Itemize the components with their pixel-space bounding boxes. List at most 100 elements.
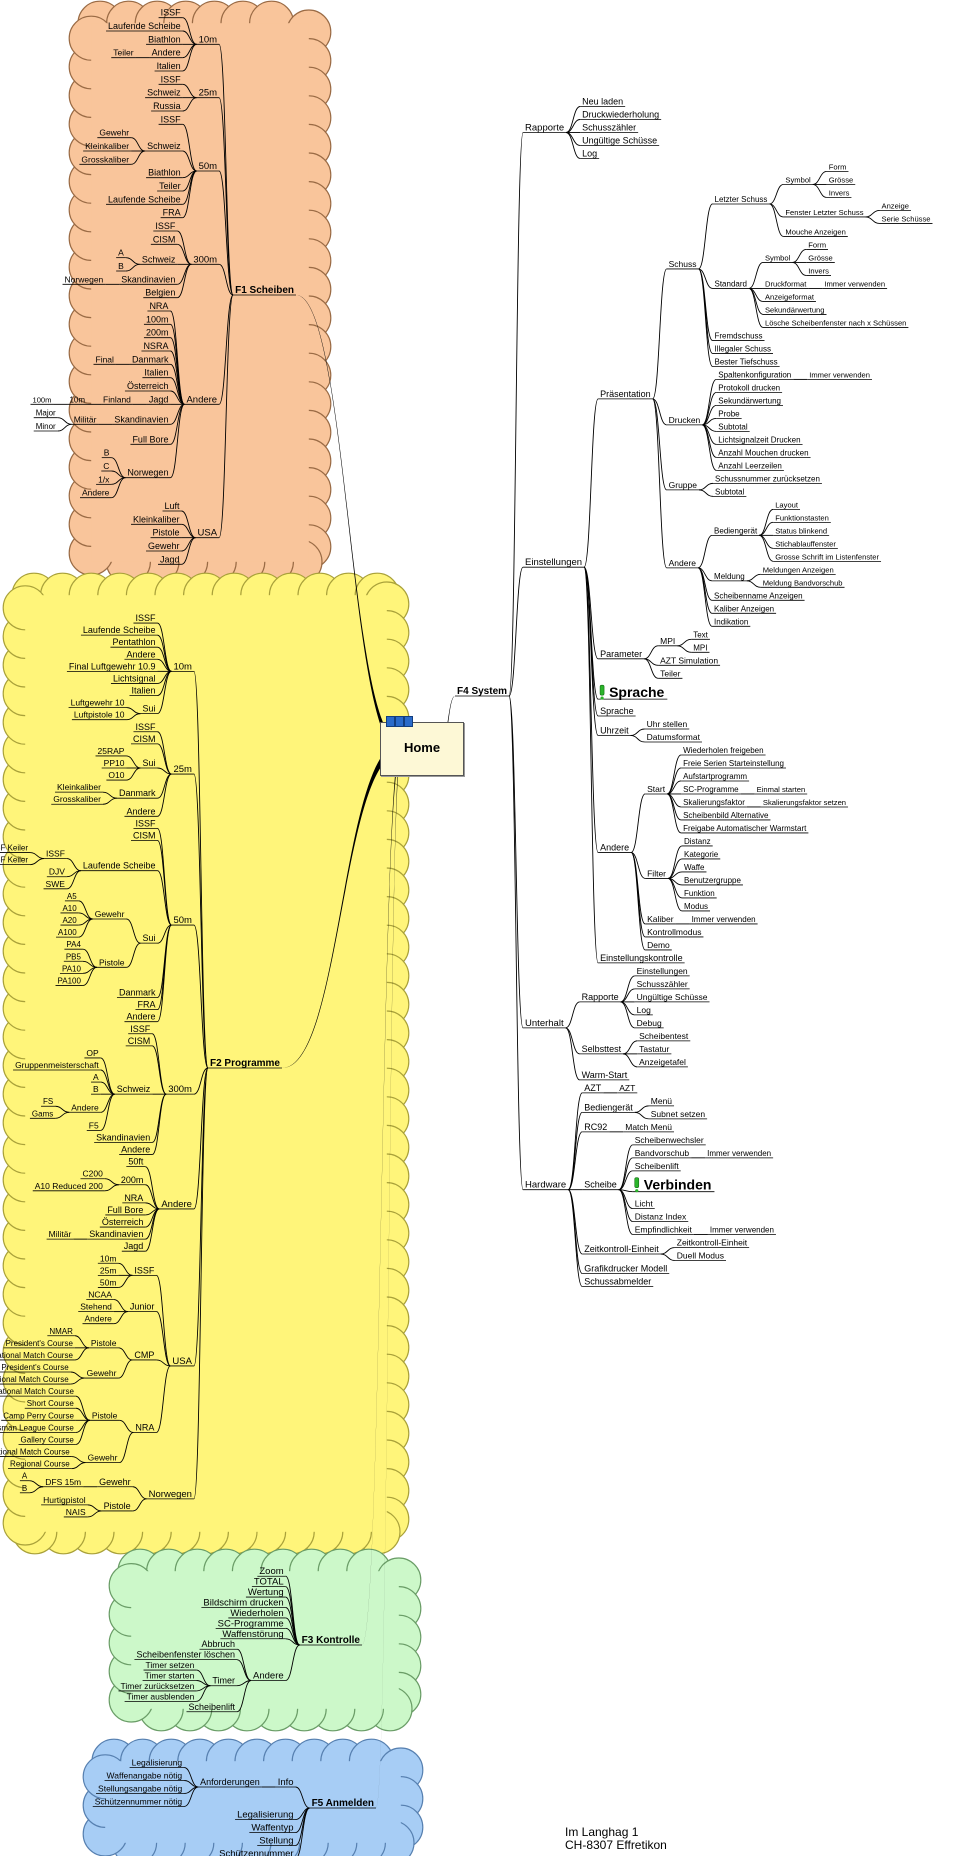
node-issf[interactable]: ISSF (134, 1265, 155, 1275)
node-militar[interactable]: Militär (74, 414, 97, 424)
node-gewehr[interactable]: Gewehr (148, 541, 180, 551)
node-gewehr[interactable]: Gewehr (95, 909, 125, 919)
node-andere[interactable]: Andere (82, 488, 110, 498)
node-finland[interactable]: Finland (103, 394, 131, 404)
node-einstellungen[interactable]: Einstellungen (525, 557, 582, 568)
node-major[interactable]: Major (36, 409, 56, 418)
node-losche-scheibenfenster-nach-x-schussen[interactable]: Lösche Scheibenfenster nach x Schüssen (765, 318, 906, 327)
node-bildschirm-drucken[interactable]: Bildschirm drucken (203, 1598, 283, 1609)
node-pistole[interactable]: Pistole (92, 1410, 118, 1420)
node-swe[interactable]: SWE (46, 879, 66, 889)
node-pistole[interactable]: Pistole (153, 528, 180, 538)
node-einmal-starten[interactable]: Einmal starten (757, 785, 806, 794)
node-kleinkaliber[interactable]: Kleinkaliber (57, 782, 101, 792)
node-stehend[interactable]: Stehend (80, 1302, 112, 1312)
node-ungultige-schusse[interactable]: Ungültige Schüsse (637, 992, 708, 1002)
node-gallery-course[interactable]: Gallery Course (21, 1435, 75, 1444)
node-andere[interactable]: Andere (71, 1102, 99, 1112)
node-hardware[interactable]: Hardware (525, 1180, 566, 1191)
node-parameter[interactable]: Parameter (600, 649, 642, 659)
node-gruppe[interactable]: Gruppe (669, 480, 698, 490)
node-100m[interactable]: 100m (32, 395, 51, 404)
node-andere[interactable]: Andere (669, 558, 697, 568)
node-fra[interactable]: FRA (137, 1000, 155, 1010)
node-schusszahler[interactable]: Schusszähler (637, 979, 688, 989)
node-pa10[interactable]: PA10 (62, 964, 82, 973)
node-200m[interactable]: 200m (146, 328, 169, 338)
node-spaltenkonfiguration[interactable]: Spaltenkonfiguration (718, 370, 791, 379)
node-distanz-index[interactable]: Distanz Index (635, 1212, 687, 1222)
node-nais[interactable]: NAIS (66, 1507, 86, 1517)
node-sekundarwertung[interactable]: Sekundärwertung (765, 305, 825, 314)
node-sui[interactable]: Sui (142, 758, 155, 768)
node-laufende-scheibe[interactable]: Laufende Scheibe (83, 861, 156, 871)
node-total[interactable]: TOTAL (254, 1577, 284, 1588)
node-bediengerat[interactable]: Bediengerät (714, 526, 758, 535)
node-schweiz[interactable]: Schweiz (142, 254, 176, 264)
node-norwegen[interactable]: Norwegen (149, 1489, 192, 1500)
node-mpi[interactable]: MPI (660, 636, 675, 646)
node-issf[interactable]: ISSF (130, 1024, 151, 1034)
node-pb5[interactable]: PB5 (66, 952, 82, 961)
node-andere[interactable]: Andere (84, 1314, 112, 1324)
node-300m[interactable]: 300m (193, 254, 217, 265)
node-prasentation[interactable]: Präsentation (600, 389, 651, 399)
node-rapporte[interactable]: Rapporte (582, 992, 619, 1002)
node-log[interactable]: Log (582, 148, 597, 158)
node-protokoll-drucken[interactable]: Protokoll drucken (718, 383, 780, 392)
node-invers[interactable]: Invers (808, 266, 829, 275)
node-djv[interactable]: DJV (49, 867, 65, 877)
node-jagd[interactable]: Jagd (124, 1241, 144, 1251)
node-f5-anmelden[interactable]: F5 Anmelden (312, 1798, 374, 1809)
node-50m[interactable]: 50m (199, 161, 218, 172)
node-bediengerat[interactable]: Bediengerät (584, 1102, 633, 1112)
node-skalierungsfaktor-setzen[interactable]: Skalierungsfaktor setzen (763, 798, 846, 807)
node-nsra[interactable]: NSRA (143, 341, 168, 351)
node-filter[interactable]: Filter (647, 868, 666, 878)
node-scheibenlift[interactable]: Scheibenlift (635, 1161, 680, 1171)
node-c[interactable]: C (103, 461, 109, 471)
node-a[interactable]: A (93, 1072, 99, 1082)
node-warm-start[interactable]: Warm-Start (582, 1070, 628, 1080)
node-scheibentest[interactable]: Scheibentest (639, 1031, 689, 1041)
node-match-menu[interactable]: Match Menü (625, 1122, 672, 1132)
node-anforderungen[interactable]: Anforderungen (200, 1777, 260, 1787)
node-danmark[interactable]: Danmark (119, 788, 156, 798)
node-empfindlichkeit[interactable]: Empfindlichkeit (635, 1225, 693, 1235)
node-grosse[interactable]: Grösse (808, 253, 832, 262)
node-abbruch[interactable]: Abbruch (201, 1639, 235, 1649)
node-issf[interactable]: ISSF (155, 221, 176, 231)
node-cism[interactable]: CISM (133, 830, 156, 840)
node-national-match-course[interactable]: National Match Course (0, 1375, 69, 1384)
node-andere[interactable]: Andere (126, 1012, 155, 1022)
node-licht[interactable]: Licht (635, 1199, 654, 1209)
node-10m[interactable]: 10m (100, 1253, 117, 1263)
node-o10[interactable]: O10 (108, 770, 124, 780)
node-laufende-scheibe[interactable]: Laufende Scheibe (108, 194, 181, 204)
node-anzahl-mouchen-drucken[interactable]: Anzahl Mouchen drucken (718, 448, 808, 457)
node-schussabmelder[interactable]: Schussabmelder (584, 1277, 651, 1287)
node-pistole[interactable]: Pistole (91, 1338, 117, 1348)
node-scheibenlift[interactable]: Scheibenlift (188, 1702, 235, 1712)
node-waffenstorung[interactable]: Waffenstörung (222, 1629, 283, 1640)
node-anzeigeformat[interactable]: Anzeigeformat (765, 292, 815, 301)
node-modus[interactable]: Modus (684, 902, 708, 911)
node-a100[interactable]: A100 (58, 928, 77, 937)
node-b[interactable]: B (22, 1484, 27, 1493)
node-italien[interactable]: Italien (157, 61, 181, 71)
node-issf[interactable]: ISSF (161, 74, 182, 84)
node-pa4[interactable]: PA4 (66, 940, 81, 949)
node-wiederholen-freigeben[interactable]: Wiederholen freigeben (683, 746, 764, 755)
node-nmar[interactable]: NMAR (49, 1327, 73, 1336)
node-schweiz[interactable]: Schweiz (147, 141, 181, 151)
node-selbsttest[interactable]: Selbsttest (582, 1044, 622, 1054)
node-text[interactable]: Text (693, 630, 708, 639)
node-100m[interactable]: 100m (146, 314, 169, 324)
node-laufende-scheibe[interactable]: Laufende Scheibe (83, 625, 156, 635)
node-sui[interactable]: Sui (142, 704, 155, 714)
node-hurtigpistol[interactable]: Hurtigpistol (43, 1495, 86, 1505)
node-timer-ausblenden[interactable]: Timer ausblenden (127, 1691, 195, 1701)
node-danmark[interactable]: Danmark (119, 988, 156, 998)
node-short-course[interactable]: Short Course (27, 1399, 75, 1408)
node-25m[interactable]: 25m (100, 1265, 117, 1275)
